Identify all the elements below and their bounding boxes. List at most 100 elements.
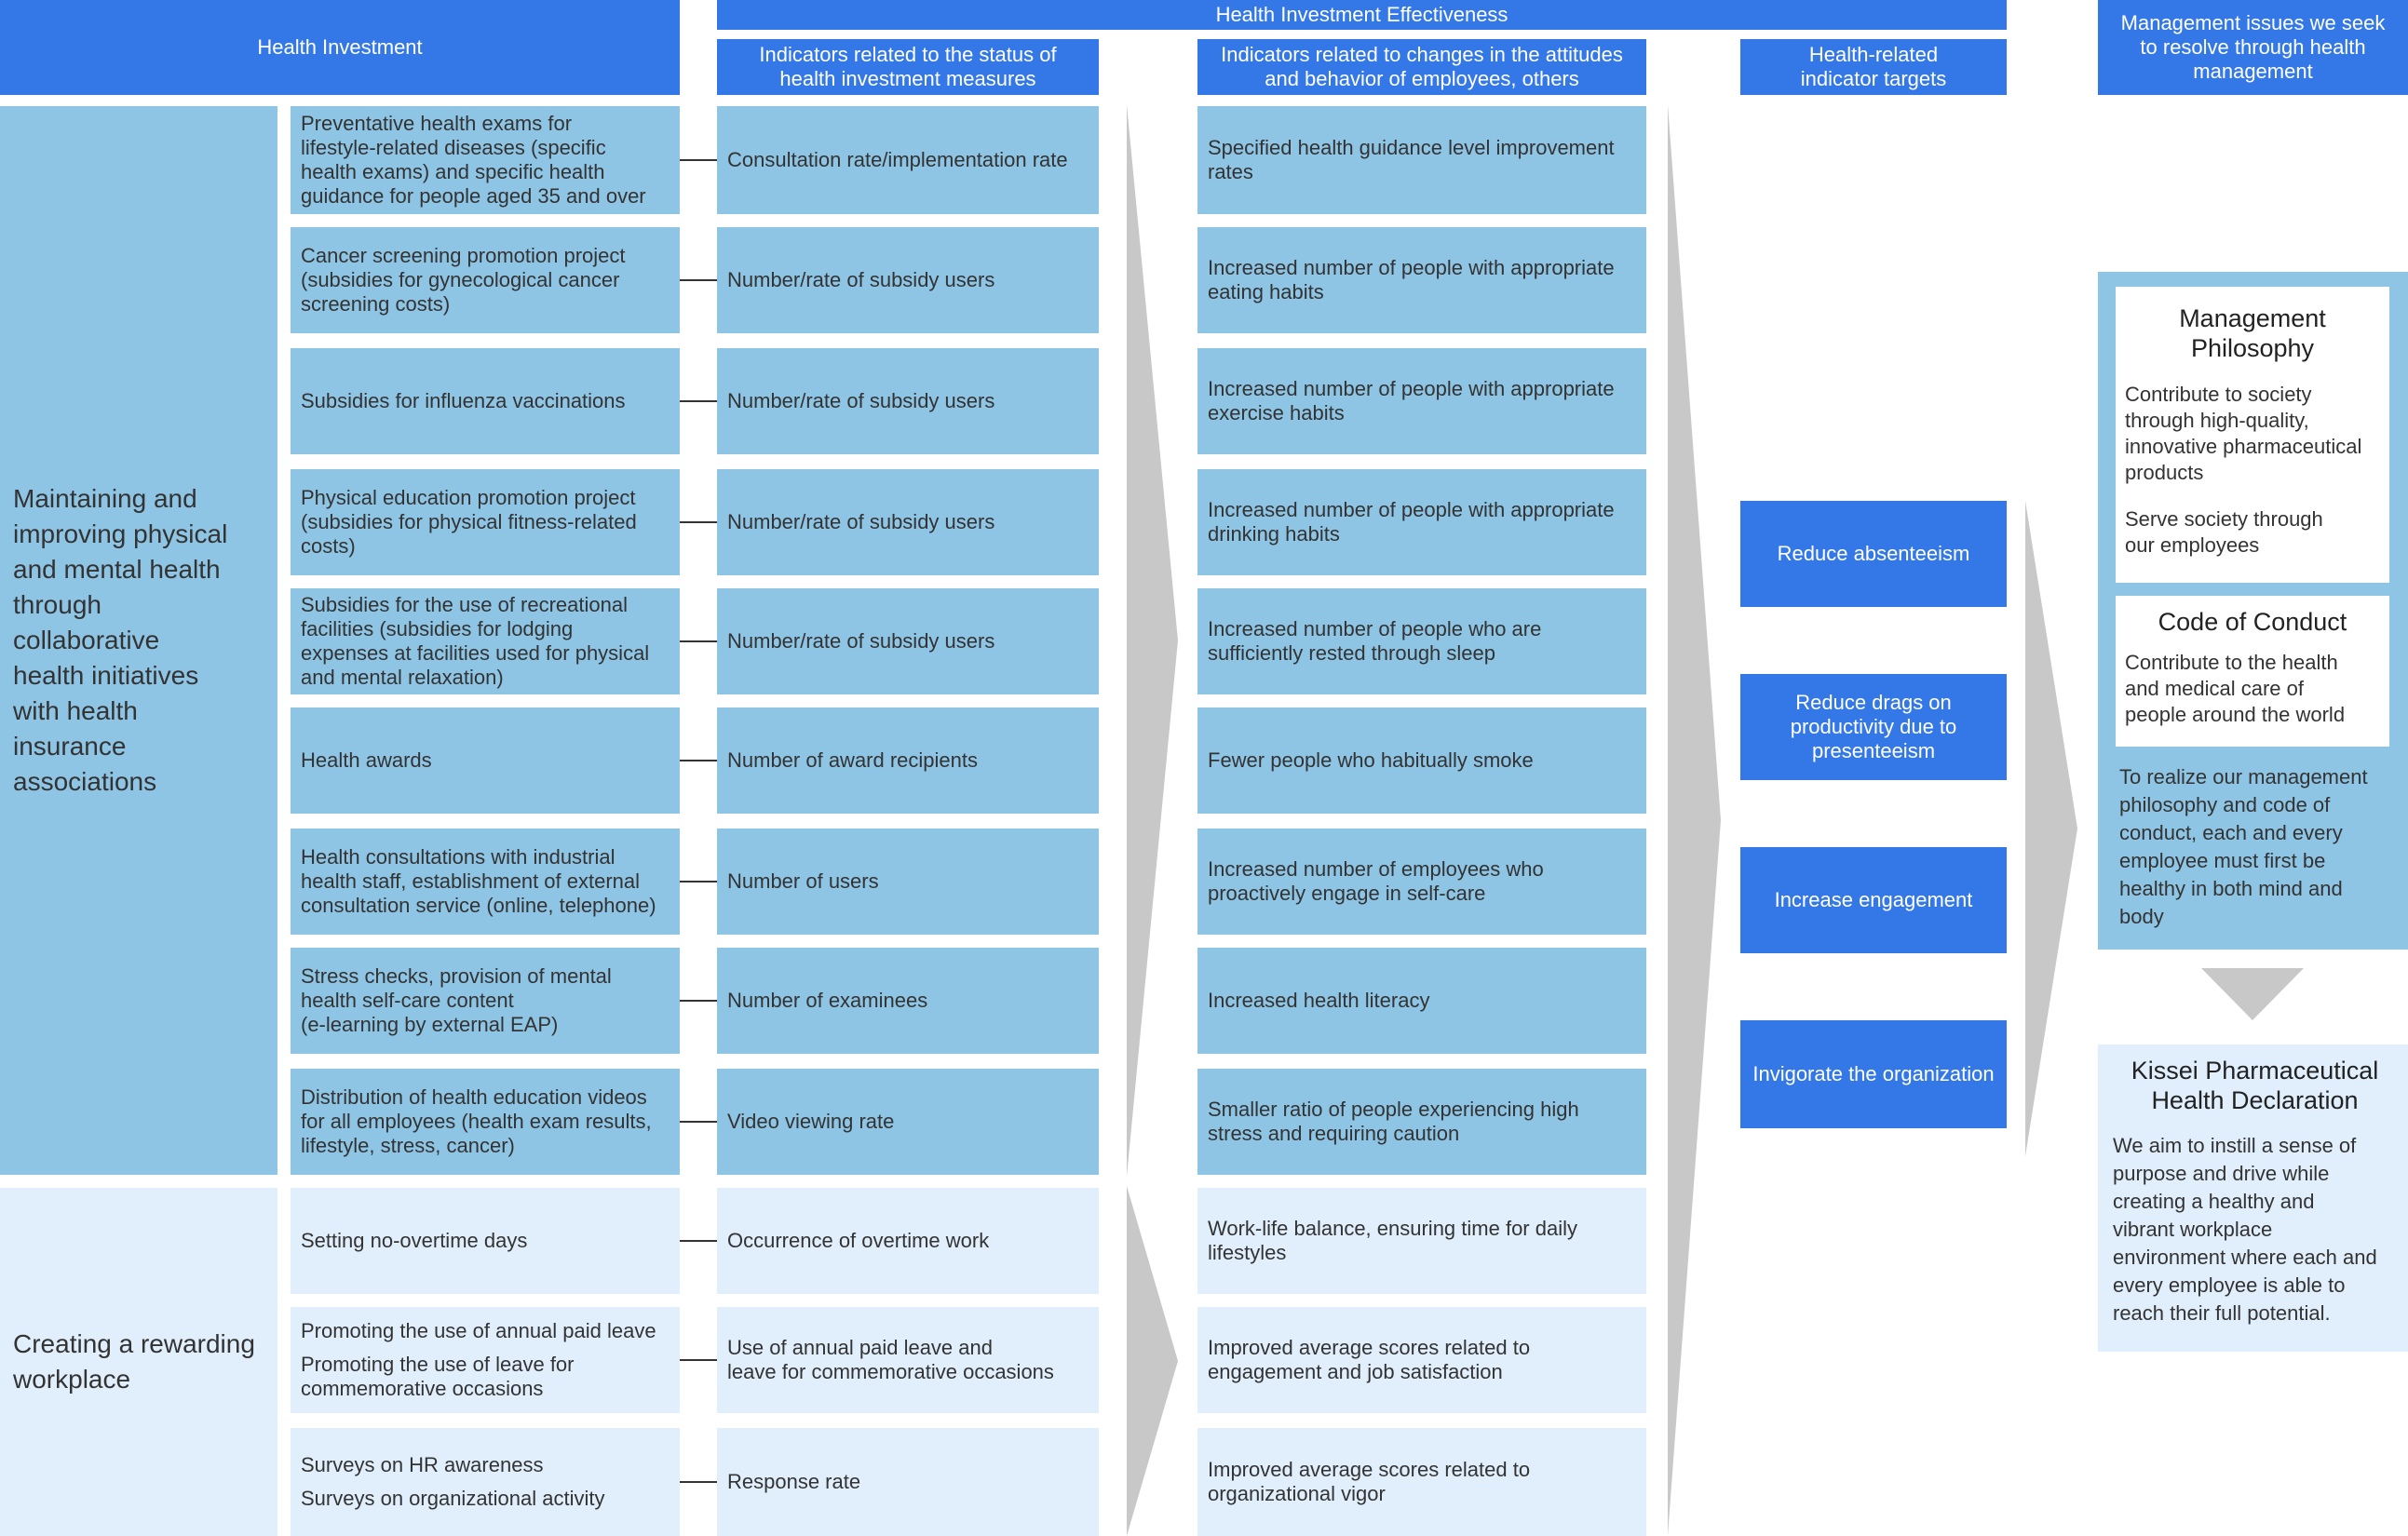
measure-cell: Stress checks, provision of mental healt…: [291, 948, 680, 1054]
management-philosophy-text-2: Serve society through our employees: [2125, 506, 2380, 559]
change-text: Improved average scores related to engag…: [1208, 1336, 1530, 1384]
measure-line: Promoting the use of leave for: [301, 1353, 575, 1376]
text-line: our employees: [2125, 533, 2260, 557]
header-line: and behavior of employees, others: [1265, 67, 1579, 90]
change-text: Improved average scores related to organ…: [1208, 1458, 1530, 1506]
status-indicator-cell: Number of award recipients: [717, 707, 1099, 814]
text-line: employee must first be: [2119, 849, 2326, 872]
change-indicator-cell: Increased number of people with appropri…: [1197, 348, 1646, 454]
management-philosophy-card: Management Philosophy Contribute to soci…: [2116, 287, 2389, 583]
change-line: Specified health guidance level improvem…: [1208, 136, 1615, 159]
measure-text: Cancer screening promotion project (subs…: [301, 244, 626, 317]
change-indicator-cell: Specified health guidance level improvem…: [1197, 106, 1646, 214]
change-text: Increased health literacy: [1208, 989, 1429, 1013]
status-line: Number of examinees: [727, 989, 928, 1012]
health-declaration-text: We aim to instill a sense of purpose and…: [2113, 1132, 2397, 1327]
change-text: Increased number of people who are suffi…: [1208, 617, 1541, 666]
change-line: Increased number of people with appropri…: [1208, 377, 1615, 400]
header-health-investment: Health Investment: [0, 0, 680, 95]
measure-text: Setting no-overtime days: [301, 1229, 527, 1253]
status-text: Number of users: [727, 869, 879, 894]
target-label: presenteeism: [1811, 739, 1936, 762]
status-text: Number/rate of subsidy users: [727, 629, 994, 653]
code-of-conduct-title: Code of Conduct: [2158, 608, 2347, 636]
status-indicator-cell: Response rate: [717, 1428, 1099, 1536]
measure-line: facilities (subsidies for lodging: [301, 617, 574, 640]
category-line: Maintaining and: [13, 484, 197, 513]
change-text: Increased number of people with appropri…: [1208, 256, 1615, 304]
text-line: We aim to instill a sense of: [2113, 1134, 2357, 1157]
measure-text: Promoting the use of annual paid leave P…: [301, 1319, 656, 1401]
text-line: conduct, each and every: [2119, 821, 2343, 844]
change-line: drinking habits: [1208, 522, 1340, 546]
status-line: Consultation rate/implementation rate: [727, 148, 1068, 171]
connector-line: [680, 640, 717, 642]
status-line: Number of users: [727, 869, 879, 893]
target-reduce-absenteeism: Reduce absenteeism: [1740, 501, 2007, 607]
measure-line: Preventative health exams for: [301, 112, 573, 135]
status-text: Number/rate of subsidy users: [727, 510, 994, 534]
header-health-investment-effectiveness: Health Investment Effectiveness: [717, 0, 2007, 30]
change-line: Increased number of people who are: [1208, 617, 1542, 640]
measure-line: lifestyle, stress, cancer): [301, 1134, 515, 1157]
measure-line: health self-care content: [301, 989, 514, 1012]
measure-line: health staff, establishment of external: [301, 869, 641, 893]
change-line: Improved average scores related to: [1208, 1336, 1531, 1359]
measure-spacer: [301, 1477, 605, 1487]
header-indicators-status: Indicators related to the status of heal…: [717, 39, 1099, 95]
target-label: Invigorate the organization: [1752, 1062, 1995, 1085]
header-line: Health-related: [1808, 43, 1939, 66]
status-line: Use of annual paid leave and: [727, 1336, 993, 1359]
measure-line: Subsidies for influenza vaccinations: [301, 389, 626, 412]
change-line: stress and requiring caution: [1208, 1122, 1460, 1145]
status-text: Consultation rate/implementation rate: [727, 148, 1068, 172]
measure-line: Surveys on organizational activity: [301, 1487, 605, 1510]
change-line: Smaller ratio of people experiencing hig…: [1208, 1098, 1579, 1121]
header-line: indicator targets: [1800, 67, 1947, 90]
text-line: vibrant workplace: [2113, 1218, 2273, 1241]
text-line: environment where each and: [2113, 1246, 2377, 1269]
text-line: products: [2125, 461, 2204, 484]
change-line: Increased health literacy: [1208, 989, 1430, 1012]
title-line: Kissei Pharmaceutical: [2131, 1057, 2379, 1085]
text-line: creating a healthy and: [2113, 1190, 2315, 1213]
measure-text: Stress checks, provision of mental healt…: [301, 964, 612, 1037]
category-physical-mental-health: Maintaining and improving physical and m…: [0, 106, 277, 1175]
category-line: through: [13, 590, 101, 619]
status-indicator-cell: Consultation rate/implementation rate: [717, 106, 1099, 214]
status-text: Number/rate of subsidy users: [727, 389, 994, 413]
change-indicator-cell: Increased number of people with appropri…: [1197, 469, 1646, 575]
status-indicator-cell: Number of examinees: [717, 948, 1099, 1054]
measure-line: (e-learning by external EAP): [301, 1013, 559, 1036]
measure-line: health exams) and specific health: [301, 160, 605, 183]
category-line: workplace: [13, 1365, 131, 1394]
measure-line: consultation service (online, telephone): [301, 894, 656, 917]
status-line: Number of award recipients: [727, 748, 979, 772]
management-philosophy-title: Management Philosophy: [2125, 303, 2380, 363]
text-line: innovative pharmaceutical: [2125, 435, 2362, 458]
measure-text: Subsidies for influenza vaccinations: [301, 389, 626, 413]
measure-line: guidance for people aged 35 and over: [301, 184, 646, 208]
connector-line: [680, 1359, 717, 1361]
measure-cell: Subsidies for influenza vaccinations: [291, 348, 680, 454]
header-line: management: [2193, 60, 2313, 83]
header-line: Management issues we seek: [2120, 11, 2386, 34]
category-line: health initiatives: [13, 661, 199, 690]
status-line: Number/rate of subsidy users: [727, 268, 995, 291]
header-line: Indicators related to the status of: [759, 43, 1057, 66]
change-text: Increased number of employees who proact…: [1208, 857, 1544, 906]
flow-arrow-change-to-targets: [1668, 104, 1721, 1536]
target-label: productivity due to: [1790, 715, 1957, 738]
change-line: engagement and job satisfaction: [1208, 1360, 1503, 1383]
measure-cell: Health consultations with industrial hea…: [291, 829, 680, 935]
target-invigorate-organization: Invigorate the organization: [1740, 1020, 2007, 1128]
status-line: Response rate: [727, 1470, 861, 1493]
change-text: Increased number of people with appropri…: [1208, 498, 1615, 546]
measure-cell: Distribution of health education videos …: [291, 1069, 680, 1175]
flow-arrow-targets-to-management: [2025, 501, 2077, 1156]
target-increase-engagement: Increase engagement: [1740, 847, 2007, 953]
text-line: through high-quality,: [2125, 409, 2309, 432]
status-line: Occurrence of overtime work: [727, 1229, 990, 1252]
status-text: Occurrence of overtime work: [727, 1229, 989, 1253]
measure-line: Health consultations with industrial: [301, 845, 616, 869]
